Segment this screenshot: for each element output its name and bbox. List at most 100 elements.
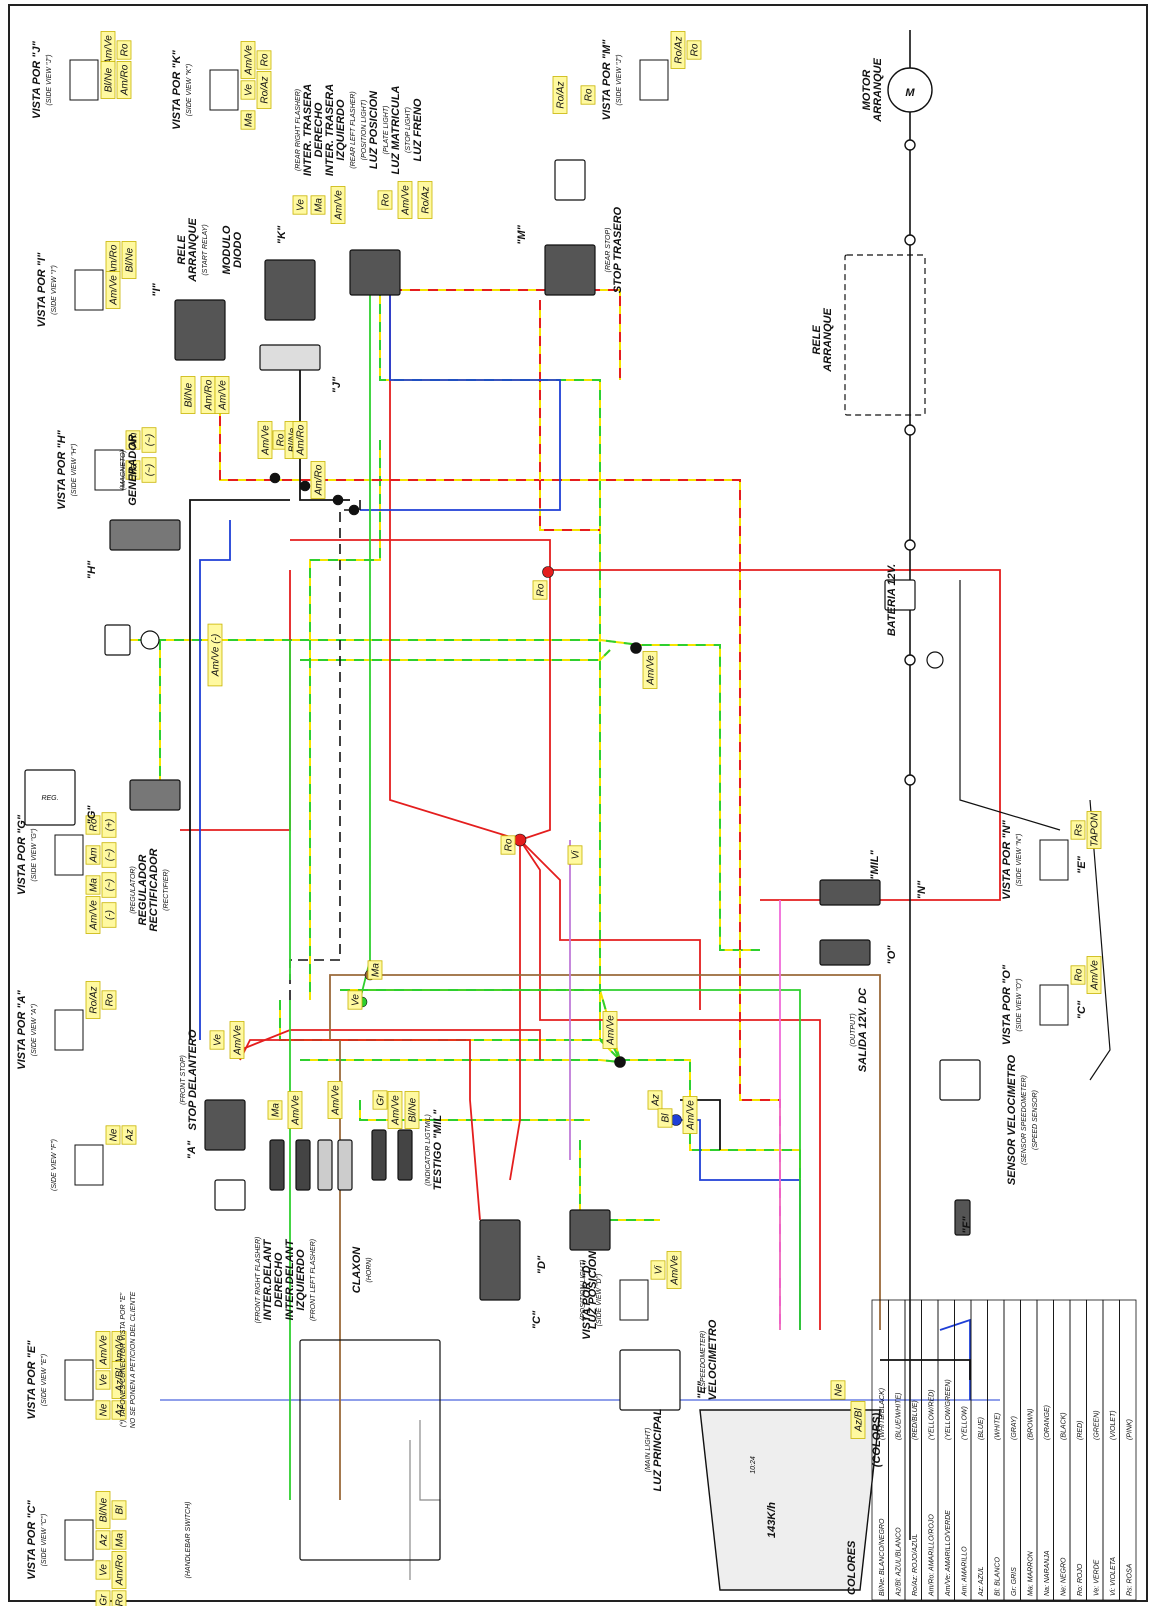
pin-label: Ro bbox=[1070, 965, 1086, 985]
wire-label-text: Ma bbox=[314, 198, 325, 212]
pin-label: Gr bbox=[95, 1590, 111, 1606]
component-label-line: (SPEEDOMETER) bbox=[700, 1331, 707, 1389]
color-code: Rs: ROSA bbox=[1127, 1563, 1134, 1596]
pin-label: (~) bbox=[141, 427, 157, 453]
mini-connector-icon bbox=[69, 59, 99, 101]
wire-label-text: Ne bbox=[99, 1403, 110, 1416]
junction-dot bbox=[332, 494, 344, 506]
pin-label: TAPON bbox=[1086, 811, 1102, 849]
pin-label: Ve bbox=[95, 1370, 111, 1390]
wire-label-text: Ro/Az bbox=[421, 186, 432, 213]
wire bbox=[359, 1100, 590, 1121]
junction-dot bbox=[542, 566, 554, 578]
wire-label-text: Ro bbox=[504, 838, 515, 851]
color-code: Ma: MARRON bbox=[1028, 1550, 1035, 1596]
wire-label-text: Am/Ve bbox=[99, 1335, 110, 1366]
color-code: Ro/Az: ROJO/AZUL bbox=[912, 1534, 919, 1596]
side-view-subtitle: (SIDE VIEW "D") bbox=[596, 1274, 603, 1327]
component-label-line: INTER.DELANT bbox=[262, 1238, 274, 1320]
connector-tag: "H" bbox=[86, 560, 98, 579]
note-line: (*) TAPONES CONECTOR VISTA POR "E" bbox=[120, 1292, 127, 1427]
color-row-box bbox=[1086, 1299, 1104, 1601]
mil-connector bbox=[371, 1129, 387, 1181]
connector-tag: "C" bbox=[1076, 1000, 1088, 1019]
component-label-line: (INDICATOR LIGTMIL) bbox=[425, 1114, 432, 1186]
component-label-line: INTER. TRASERA bbox=[324, 84, 336, 176]
wire-label-text: Ve bbox=[244, 84, 255, 96]
wire-label-text: Am/Ve bbox=[218, 380, 229, 411]
wire-label-text: Vi bbox=[654, 1265, 665, 1274]
pin-label: Ro/Az bbox=[256, 71, 272, 109]
wire-color-label: Am/Ve bbox=[257, 421, 273, 459]
wire-label-bg bbox=[85, 875, 101, 895]
wire-label-text: Az/Bl bbox=[854, 1408, 865, 1433]
color-english: (BROWN) bbox=[1028, 1409, 1035, 1441]
wire bbox=[419, 1420, 441, 1560]
main-light-box bbox=[619, 1349, 681, 1411]
wire bbox=[189, 499, 290, 1040]
pin-label: Ve bbox=[240, 80, 256, 100]
component-label-line: ARRANQUE bbox=[872, 58, 884, 123]
wire-label-text: Ro bbox=[690, 43, 701, 56]
wire-label-bg bbox=[1086, 811, 1102, 849]
wire-label-text: Az bbox=[125, 1129, 136, 1142]
pin-label: Az bbox=[121, 1125, 137, 1145]
pin-label: Ma bbox=[85, 875, 101, 895]
battery-box bbox=[884, 579, 916, 611]
color-code: Am: AMARILLO bbox=[962, 1546, 969, 1597]
mini-connector-icon bbox=[54, 834, 84, 876]
side-view-title: VISTA POR "I" bbox=[36, 252, 48, 327]
wire-color-label: Am/Ve bbox=[214, 376, 230, 414]
wire bbox=[880, 1359, 971, 1380]
side-view-subtitle: (SIDE VIEW "H") bbox=[71, 444, 78, 497]
component-label-line: (HORN) bbox=[366, 1257, 373, 1282]
wire-label-bg bbox=[105, 271, 121, 309]
component-label-line: GENERADOR bbox=[127, 434, 139, 506]
pin-label: Ne bbox=[105, 1125, 121, 1145]
wire-label-bg bbox=[830, 1380, 846, 1400]
terminal-dot bbox=[904, 139, 916, 151]
wire-color-label: Am/Ve (-) bbox=[207, 623, 223, 687]
component-label-line: LUZ FRENO bbox=[412, 98, 424, 161]
pin-label: Ro bbox=[256, 50, 272, 70]
speedometer-dial bbox=[699, 1409, 881, 1591]
rear-stop-symbol bbox=[554, 159, 586, 201]
wire-label-text: Am/Ve bbox=[1090, 960, 1101, 991]
wire bbox=[579, 1140, 660, 1221]
component-label-battery: BATERIA 12V. bbox=[886, 564, 898, 636]
color-english: (YELLOW) bbox=[962, 1406, 969, 1440]
wire-label-text: Am/Ro bbox=[204, 379, 215, 411]
component-label-line: BATERIA 12V. bbox=[886, 564, 898, 636]
wire-label-bg bbox=[95, 1530, 111, 1550]
wire-label-text: Ro/Az bbox=[89, 986, 100, 1013]
connector-tag: "K" bbox=[276, 225, 288, 244]
pin-label: Am/Ro bbox=[116, 61, 132, 99]
wire-label-bg bbox=[552, 76, 568, 114]
wire-color-label: Am/Ro bbox=[292, 421, 308, 459]
pin-label: (-) bbox=[101, 902, 117, 928]
wire-label-bg bbox=[240, 41, 256, 79]
wire-label-bg bbox=[101, 842, 117, 868]
pin-label: (~) bbox=[141, 457, 157, 483]
component-label-line: (FRONT RIGHT FLASHER) bbox=[255, 1237, 262, 1324]
side-view-subtitle: (SIDE VIEW "O") bbox=[1016, 978, 1023, 1031]
output-connector bbox=[819, 939, 871, 966]
junction-dot bbox=[348, 504, 360, 516]
wire-label-text: (~) bbox=[105, 879, 116, 892]
wire-label-text: Ma bbox=[371, 963, 382, 977]
wire-label-bg bbox=[207, 623, 223, 687]
component-label-generator: (MAGNETO)GENERADOR bbox=[120, 434, 139, 506]
wire-label-bg bbox=[95, 1590, 111, 1606]
component-label-line: LUZ POSICION bbox=[587, 1250, 599, 1329]
component-label-line: LUZ POSICION bbox=[368, 90, 380, 169]
wire-label-text: Am/Ve bbox=[261, 425, 272, 456]
pin-label: Bl/Ne bbox=[95, 1491, 111, 1529]
color-english: (BLUE) bbox=[978, 1417, 985, 1440]
wire-label-bg bbox=[257, 421, 273, 459]
component-label-line: DERECHO bbox=[273, 1252, 285, 1307]
wire-label-bg bbox=[1070, 820, 1086, 840]
connector-tag: "J" bbox=[331, 376, 343, 393]
color-code: Na: NARANJA bbox=[1044, 1550, 1051, 1596]
wire-label-bg bbox=[229, 1021, 245, 1059]
mini-connector-icon bbox=[54, 1009, 84, 1051]
